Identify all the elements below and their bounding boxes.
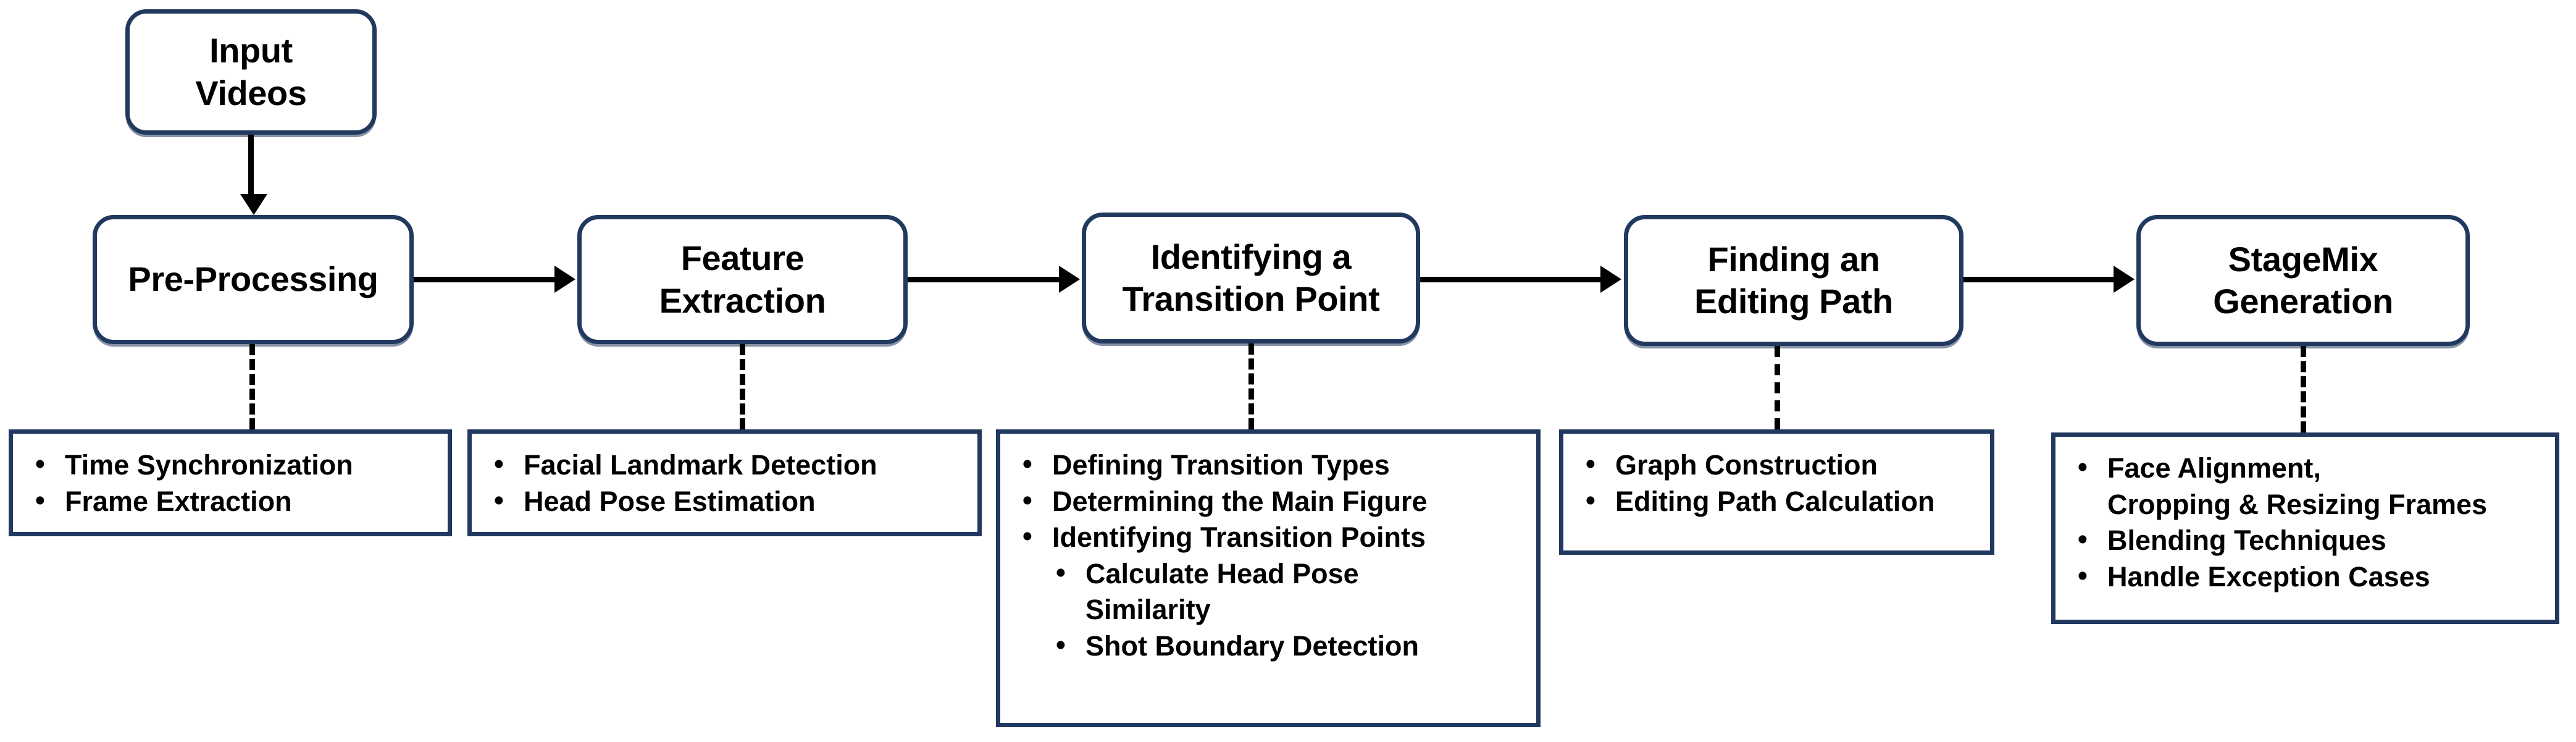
connector-transition-to-editingpath [1420, 277, 1602, 282]
list-item: Determining the Main Figure [1014, 483, 1520, 520]
arrowhead-editingpath-to-stagemix [2114, 266, 2135, 293]
node-feature-extraction-label: Feature Extraction [659, 238, 826, 320]
detail-box-stagemix-generation: Face Alignment, Cropping & Resizing Fram… [2051, 432, 2559, 624]
node-feature-extraction[interactable]: Feature Extraction [577, 215, 908, 344]
list-item: Handle Exception Cases [2069, 558, 2539, 596]
list-item: Identifying Transition Points [1014, 518, 1520, 556]
node-input-videos-label: Input Videos [195, 31, 307, 112]
node-input-videos[interactable]: Input Videos [125, 9, 377, 135]
dashed-link-feature-extraction [740, 344, 745, 429]
arrowhead-transition-to-editingpath [1600, 266, 1621, 293]
list-item: Editing Path Calculation [1577, 483, 1974, 520]
connector-feature-to-transition [908, 277, 1061, 282]
dashed-link-stagemix-generation [2301, 346, 2306, 432]
detail-box-transition-point: Defining Transition Types Determining th… [996, 429, 1541, 727]
detail-list-feature-extraction: Facial Landmark Detection Head Pose Esti… [485, 446, 961, 520]
dashed-link-pre-processing [249, 344, 255, 429]
node-identifying-a-transition-point[interactable]: Identifying a Transition Point [1082, 213, 1420, 344]
node-pre-processing-label: Pre-Processing [128, 259, 378, 299]
connector-input-to-preprocessing [248, 135, 254, 199]
list-item: Time Synchronization [27, 446, 432, 484]
node-finding-an-editing-path[interactable]: Finding an Editing Path [1624, 215, 1963, 346]
arrowhead-input-to-preprocessing [240, 194, 267, 215]
node-finding-an-editing-path-label: Finding an Editing Path [1694, 239, 1893, 321]
detail-list-transition-point: Defining Transition Types Determining th… [1014, 446, 1520, 665]
detail-list-stagemix-generation: Face Alignment, Cropping & Resizing Fram… [2069, 449, 2539, 596]
list-item: Facial Landmark Detection [485, 446, 961, 484]
dashed-link-transition-point [1248, 344, 1254, 429]
detail-box-editing-path: Graph Construction Editing Path Calculat… [1559, 429, 1994, 555]
connector-preprocessing-to-feature [414, 277, 556, 282]
detail-list-pre-processing: Time Synchronization Frame Extraction [27, 446, 432, 520]
list-item: Calculate Head Pose Similarity [1014, 555, 1520, 628]
list-item: Blending Techniques [2069, 521, 2539, 559]
node-identifying-a-transition-point-label: Identifying a Transition Point [1122, 237, 1380, 318]
detail-list-editing-path: Graph Construction Editing Path Calculat… [1577, 446, 1974, 520]
detail-box-feature-extraction: Facial Landmark Detection Head Pose Esti… [467, 429, 982, 536]
dashed-link-editing-path [1775, 346, 1780, 429]
node-stagemix-generation[interactable]: StageMix Generation [2136, 215, 2470, 346]
arrowhead-preprocessing-to-feature [554, 266, 575, 293]
connector-editingpath-to-stagemix [1963, 277, 2115, 282]
list-item: Defining Transition Types [1014, 446, 1520, 484]
list-item: Head Pose Estimation [485, 483, 961, 520]
list-item: Face Alignment, Cropping & Resizing Fram… [2069, 449, 2539, 523]
node-stagemix-generation-label: StageMix Generation [2213, 239, 2393, 321]
list-item: Graph Construction [1577, 446, 1974, 484]
detail-box-pre-processing: Time Synchronization Frame Extraction [9, 429, 452, 536]
arrowhead-feature-to-transition [1059, 266, 1080, 293]
list-item: Frame Extraction [27, 483, 432, 520]
node-pre-processing[interactable]: Pre-Processing [93, 215, 414, 344]
list-item: Shot Boundary Detection [1014, 627, 1520, 665]
